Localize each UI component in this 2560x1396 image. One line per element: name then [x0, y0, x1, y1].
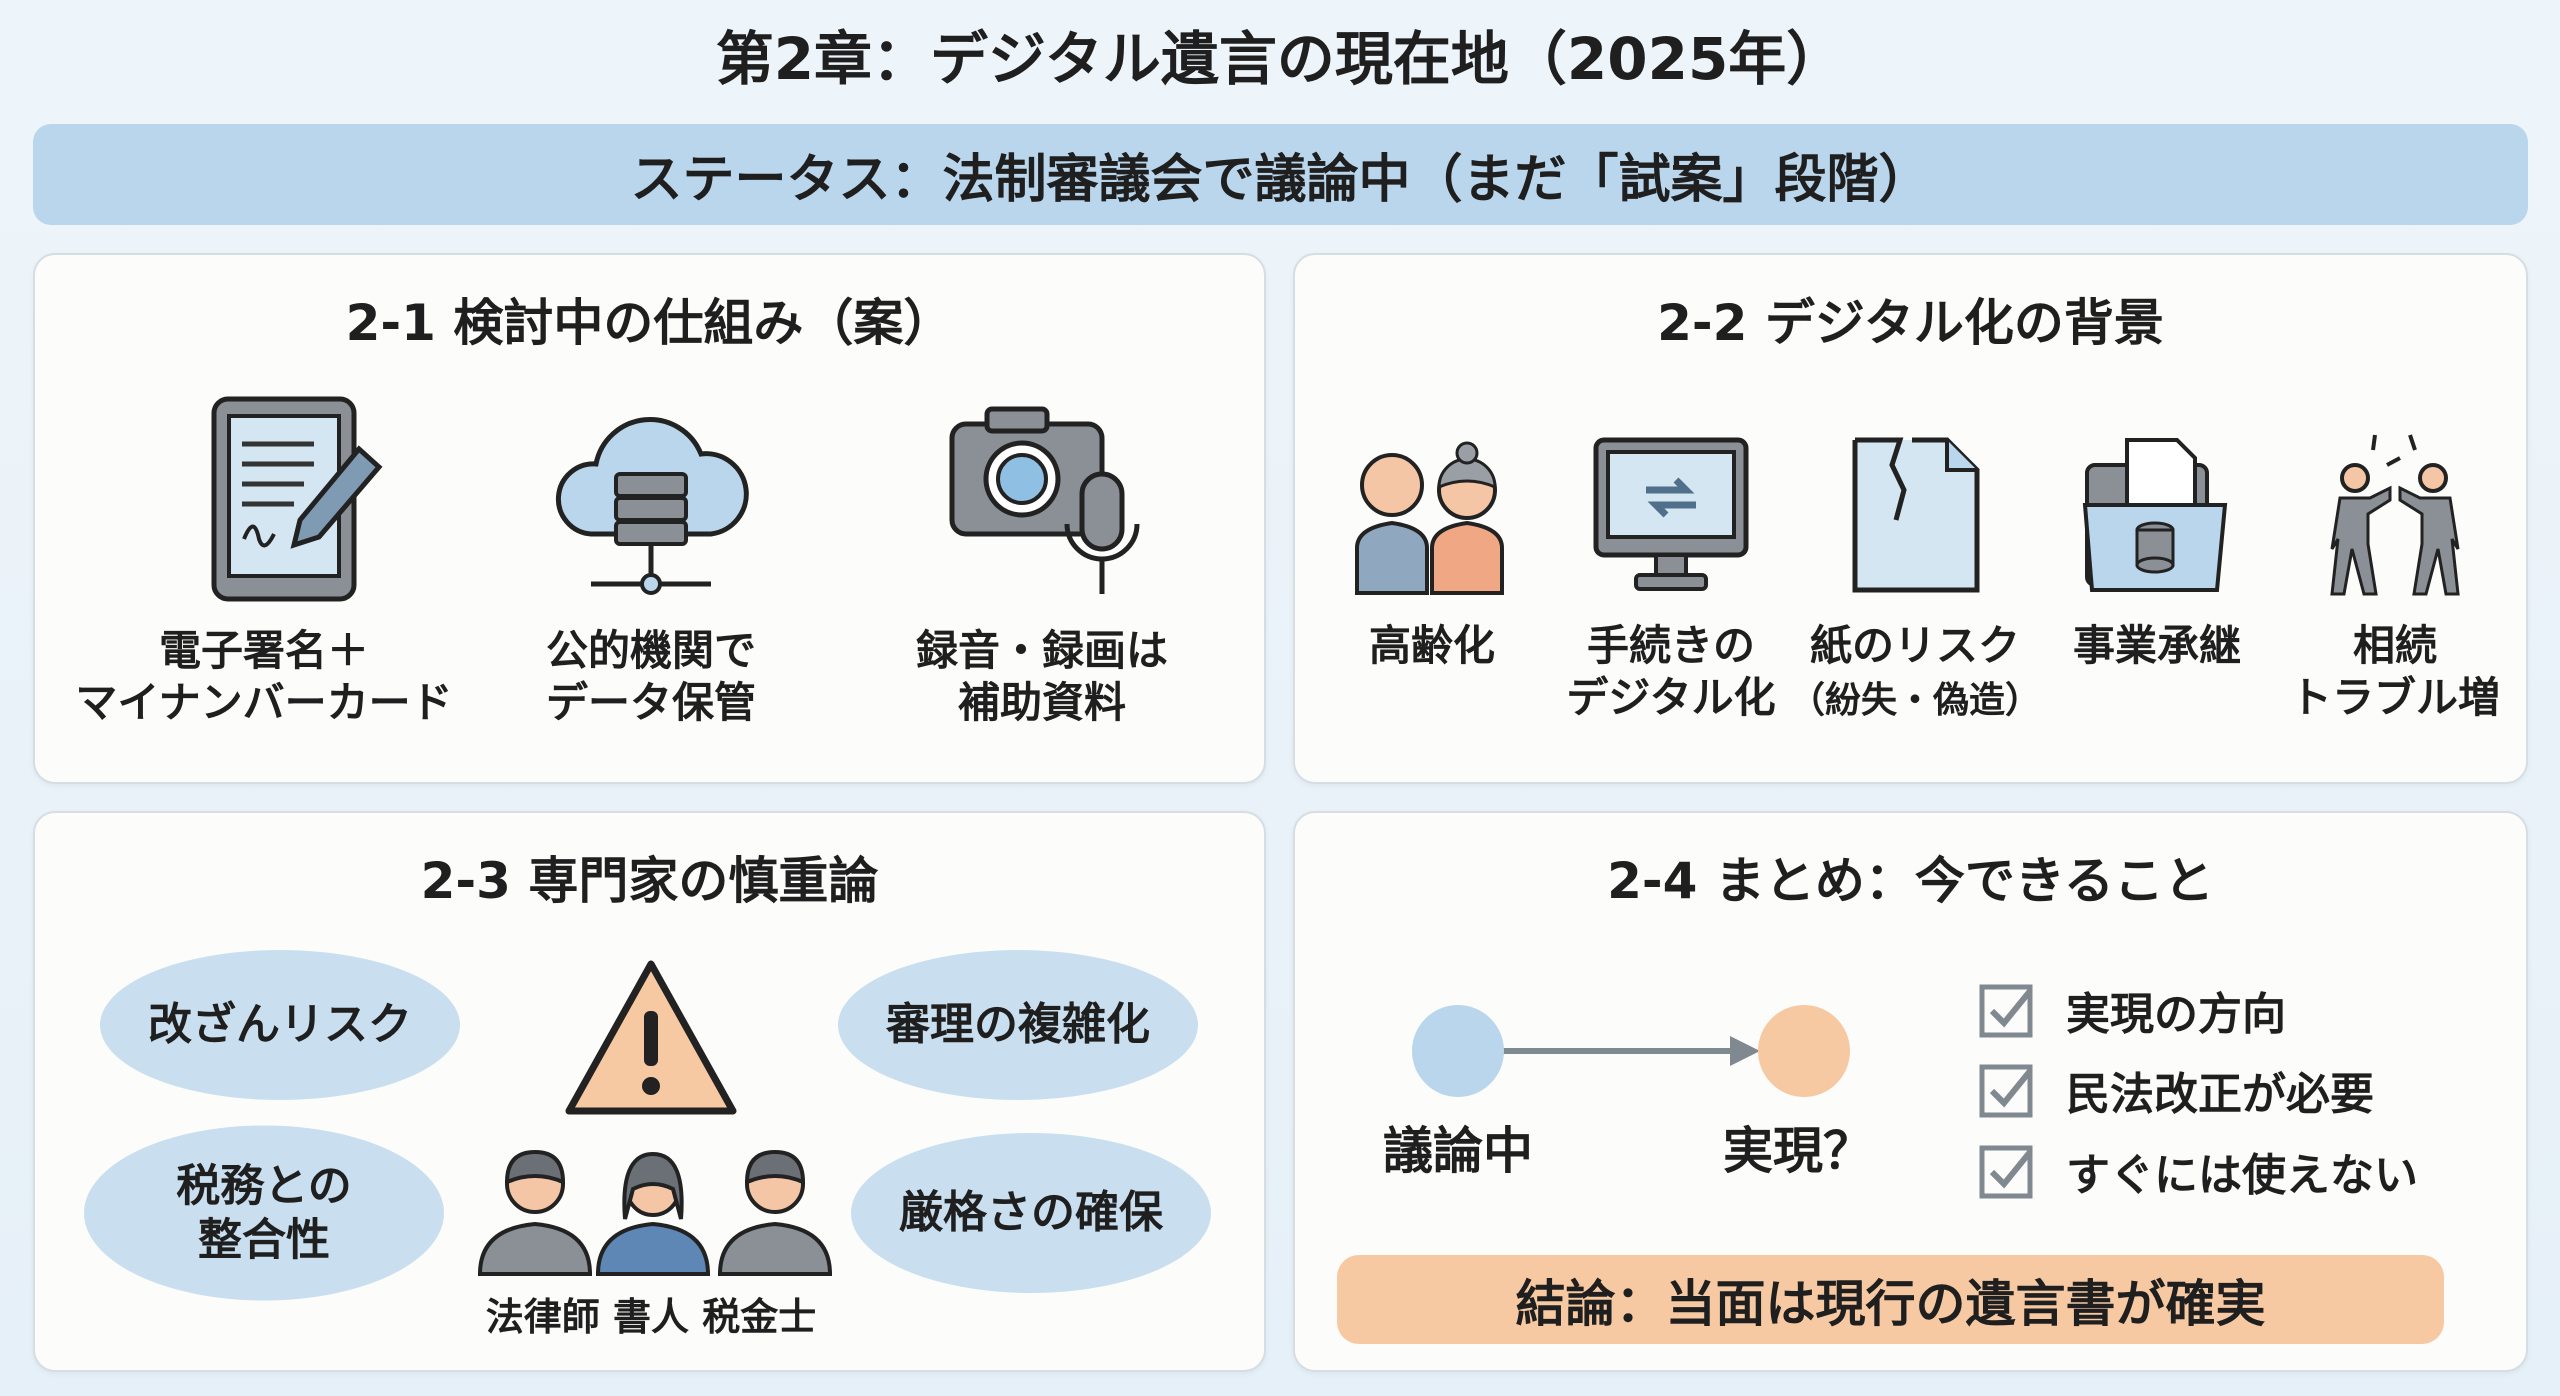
- panel-summary: 2-4 まとめ：今できること 議論中 実現？ 実現の方向 民法改正が必要 すぐに…: [1293, 811, 2528, 1372]
- panel-caution: 2-3 専門家の慎重論 改ざんリスク 税務との 整合性 審理の複雑化 厳格さの確…: [33, 811, 1266, 1372]
- status-banner: ステータス：法制審議会で議論中（まだ「試案」段階）: [33, 124, 2528, 225]
- status-circle-current: [1412, 1005, 1504, 1097]
- conclusion-banner: 結論：当面は現行の遺言書が確実: [1337, 1255, 2444, 1344]
- cloud-server-icon: [555, 417, 749, 595]
- checkbox-checked-icon: [1979, 984, 2033, 1038]
- checkbox-checked-icon: [1979, 1145, 2033, 1199]
- page-title: 第2章：デジタル遺言の現在地（2025年）: [715, 25, 1845, 93]
- checklist-item: すぐには使えない: [1978, 1139, 2418, 1203]
- mechanism-label: 公的機関でデータ保管: [545, 626, 757, 727]
- speech-bubble: 改ざんリスク: [100, 950, 460, 1100]
- panel-background: 2-2 デジタル化の背景 高齢化 手続きのデジタル化 紙のリスク（紛失・偽造） …: [1293, 253, 2528, 784]
- panel-heading: 2-4 まとめ：今できること: [1607, 852, 2214, 910]
- elderly-couple-icon: [1355, 441, 1504, 595]
- mechanism-label: 録音・録画は補助資料: [915, 626, 1169, 727]
- experts-label: 法律師 書人 税金士: [485, 1295, 817, 1339]
- tablet-signature-icon: [211, 396, 383, 602]
- status-circle-goal: [1758, 1005, 1850, 1097]
- background-label: 相続トラブル増: [2289, 621, 2501, 722]
- speech-bubble: 税務との 整合性: [84, 1125, 444, 1301]
- monitor-sync-icon: [1593, 437, 1749, 591]
- warning-icon: [565, 960, 737, 1115]
- checklist-item: 民法改正が必要: [1978, 1058, 2374, 1122]
- background-label: 事業承継: [2072, 621, 2242, 670]
- panel-mechanism: 2-1 検討中の仕組み（案） 電子署名＋マイナンバーカード 公的機関でデータ保管…: [33, 253, 1266, 784]
- arguing-people-icon: [2330, 434, 2460, 596]
- folder-coins-icon: [2082, 438, 2228, 592]
- experts-icon: [477, 1149, 833, 1276]
- mechanism-label: 電子署名＋マイナンバーカード: [75, 626, 453, 727]
- arrow-head-icon: [1730, 1036, 1760, 1066]
- torn-paper-icon: [1852, 437, 1980, 593]
- checkbox-checked-icon: [1979, 1064, 2033, 1118]
- panel-heading: 2-1 検討中の仕組み（案）: [345, 294, 954, 352]
- speech-bubble: 厳格さの確保: [851, 1133, 1211, 1293]
- panel-heading: 2-3 専門家の慎重論: [420, 852, 879, 910]
- panel-heading: 2-2 デジタル化の背景: [1657, 294, 2164, 352]
- progress-arrow-diagram: [1412, 1005, 1850, 1097]
- background-label: 手続きのデジタル化: [1566, 621, 1776, 722]
- current-status-label: 議論中: [1383, 1122, 1533, 1180]
- background-label: 紙のリスク（紛失・偽造）: [1788, 621, 2042, 721]
- camera-microphone-icon: [949, 406, 1140, 594]
- checklist-item: 実現の方向: [1978, 978, 2286, 1042]
- background-label: 高齢化: [1368, 621, 1496, 670]
- goal-status-label: 実現？: [1723, 1122, 1873, 1180]
- speech-bubble: 審理の複雑化: [838, 950, 1198, 1100]
